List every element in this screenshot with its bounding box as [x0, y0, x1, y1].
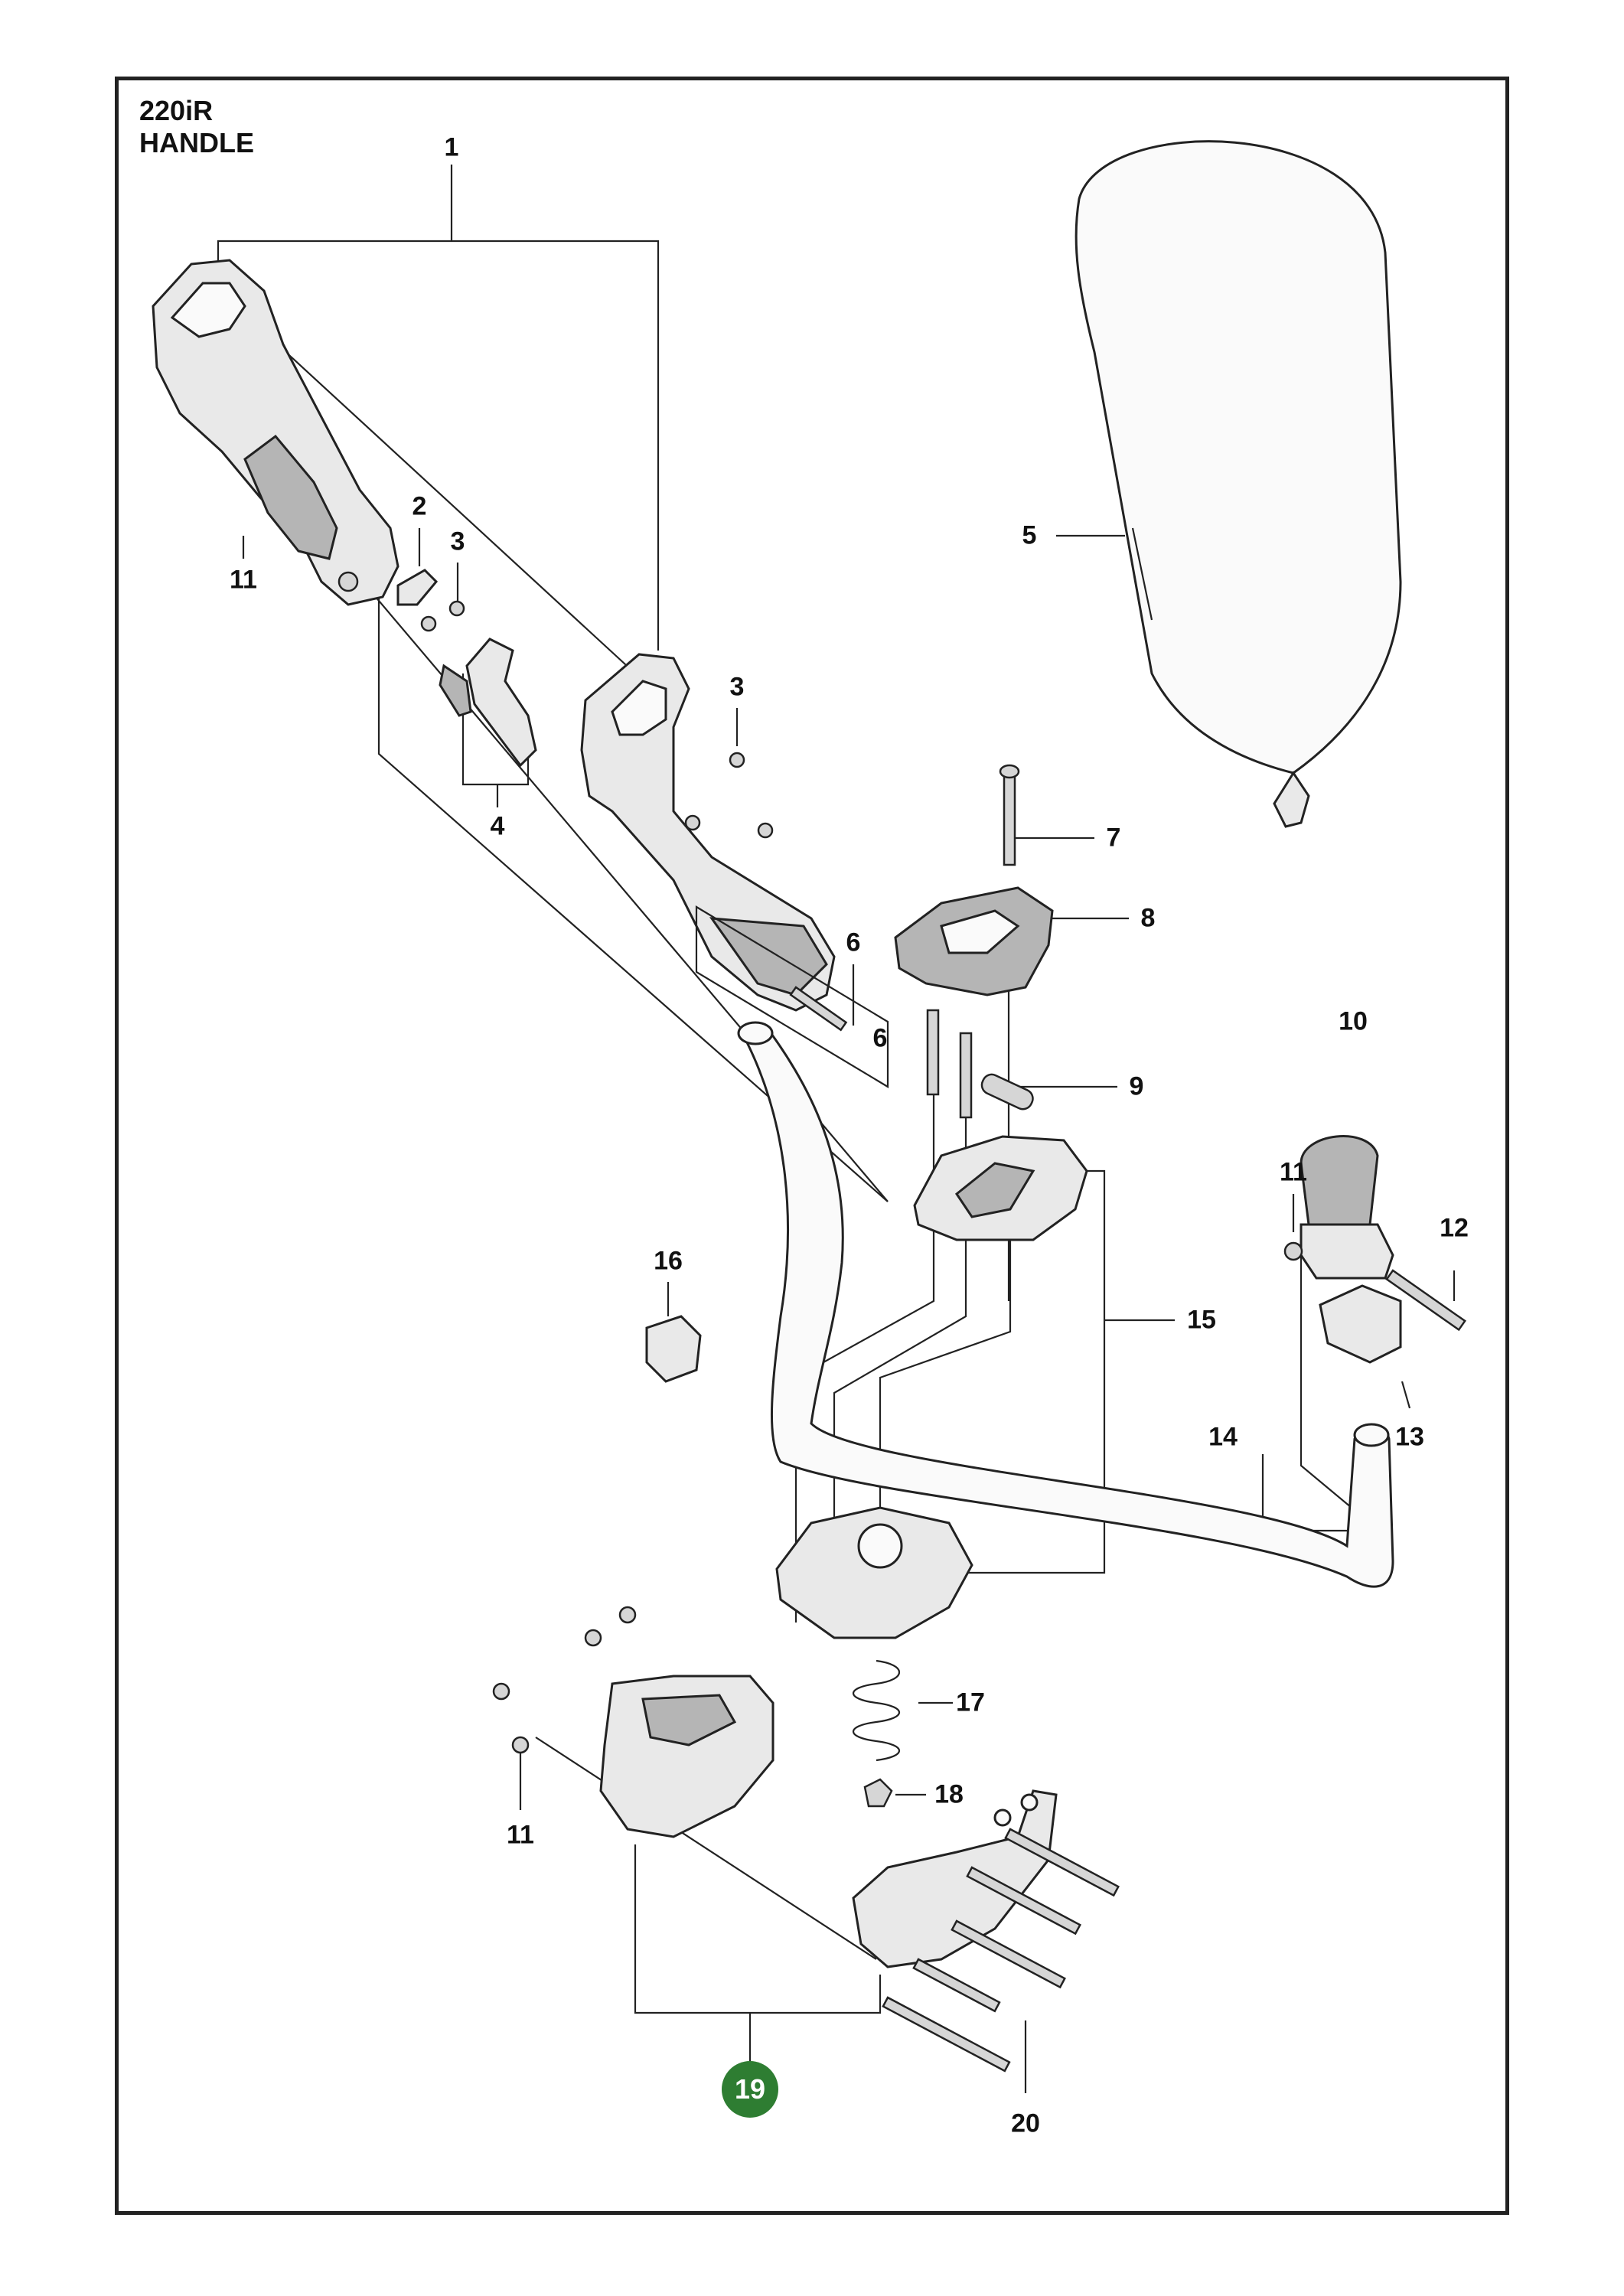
- callout-17[interactable]: 17: [956, 1688, 985, 1717]
- clip-part-2: [396, 569, 439, 606]
- callout-4[interactable]: 4: [490, 811, 505, 841]
- callout-14[interactable]: 14: [1208, 1422, 1238, 1452]
- screws-part-20: [882, 1828, 1120, 2073]
- callout-2[interactable]: 2: [412, 491, 427, 521]
- callout-11-bottom[interactable]: 11: [507, 1820, 534, 1850]
- trigger-handle-front: [580, 653, 889, 1088]
- callout-18[interactable]: 18: [934, 1779, 964, 1809]
- callout-16[interactable]: 16: [654, 1246, 683, 1276]
- screws-part-3: [420, 600, 774, 839]
- bolt-part-12: [1385, 1269, 1466, 1332]
- callout-11-top[interactable]: 11: [230, 565, 257, 595]
- callout-19-highlighted[interactable]: 19: [722, 2061, 778, 2118]
- trigger-handle-rear: [152, 259, 399, 606]
- nut-part-11-right: [1283, 1241, 1303, 1261]
- callout-3-lower[interactable]: 3: [729, 672, 745, 702]
- grip-part-10: [1300, 1135, 1394, 1280]
- section-name: HANDLE: [139, 127, 254, 158]
- callout-1[interactable]: 1: [444, 132, 459, 162]
- harness-strap: [1075, 140, 1402, 828]
- callout-5[interactable]: 5: [1022, 520, 1037, 550]
- callout-13[interactable]: 13: [1395, 1422, 1424, 1452]
- callout-6-upper[interactable]: 6: [846, 928, 861, 957]
- lower-housing-part-19: [599, 1675, 1058, 1968]
- handle-bar-part-14: [737, 1021, 1394, 1588]
- clamp-upper-body: [913, 1135, 1088, 1241]
- callout-8[interactable]: 8: [1140, 903, 1156, 933]
- clamp-lower-body: [775, 1506, 973, 1639]
- callout-11-right[interactable]: 11: [1280, 1157, 1307, 1187]
- trigger-part-4: [439, 638, 537, 768]
- callout-10[interactable]: 10: [1339, 1006, 1368, 1036]
- nut-part-18: [863, 1778, 893, 1808]
- spring-part-17: [852, 1659, 901, 1762]
- diagram-title: 220iR HANDLE: [139, 95, 254, 159]
- clip-part-16: [645, 1315, 702, 1383]
- callout-9[interactable]: 9: [1129, 1071, 1144, 1101]
- callout-3-upper[interactable]: 3: [450, 527, 465, 556]
- pin-part-9: [980, 1073, 1034, 1110]
- callout-15[interactable]: 15: [1187, 1305, 1216, 1335]
- diagram-frame: [115, 77, 1509, 2215]
- clamp-part-13: [1319, 1284, 1402, 1364]
- screws-part-6: [789, 986, 973, 1119]
- long-screw-part-7: [999, 764, 1020, 866]
- clamp-cover-part-8: [894, 886, 1054, 996]
- nuts-lower-left: [492, 1606, 637, 1754]
- callout-7[interactable]: 7: [1106, 823, 1121, 853]
- callout-12[interactable]: 12: [1440, 1213, 1469, 1243]
- callout-6-lower[interactable]: 6: [872, 1023, 888, 1053]
- callout-20[interactable]: 20: [1011, 2108, 1040, 2138]
- model-name: 220iR: [139, 95, 214, 126]
